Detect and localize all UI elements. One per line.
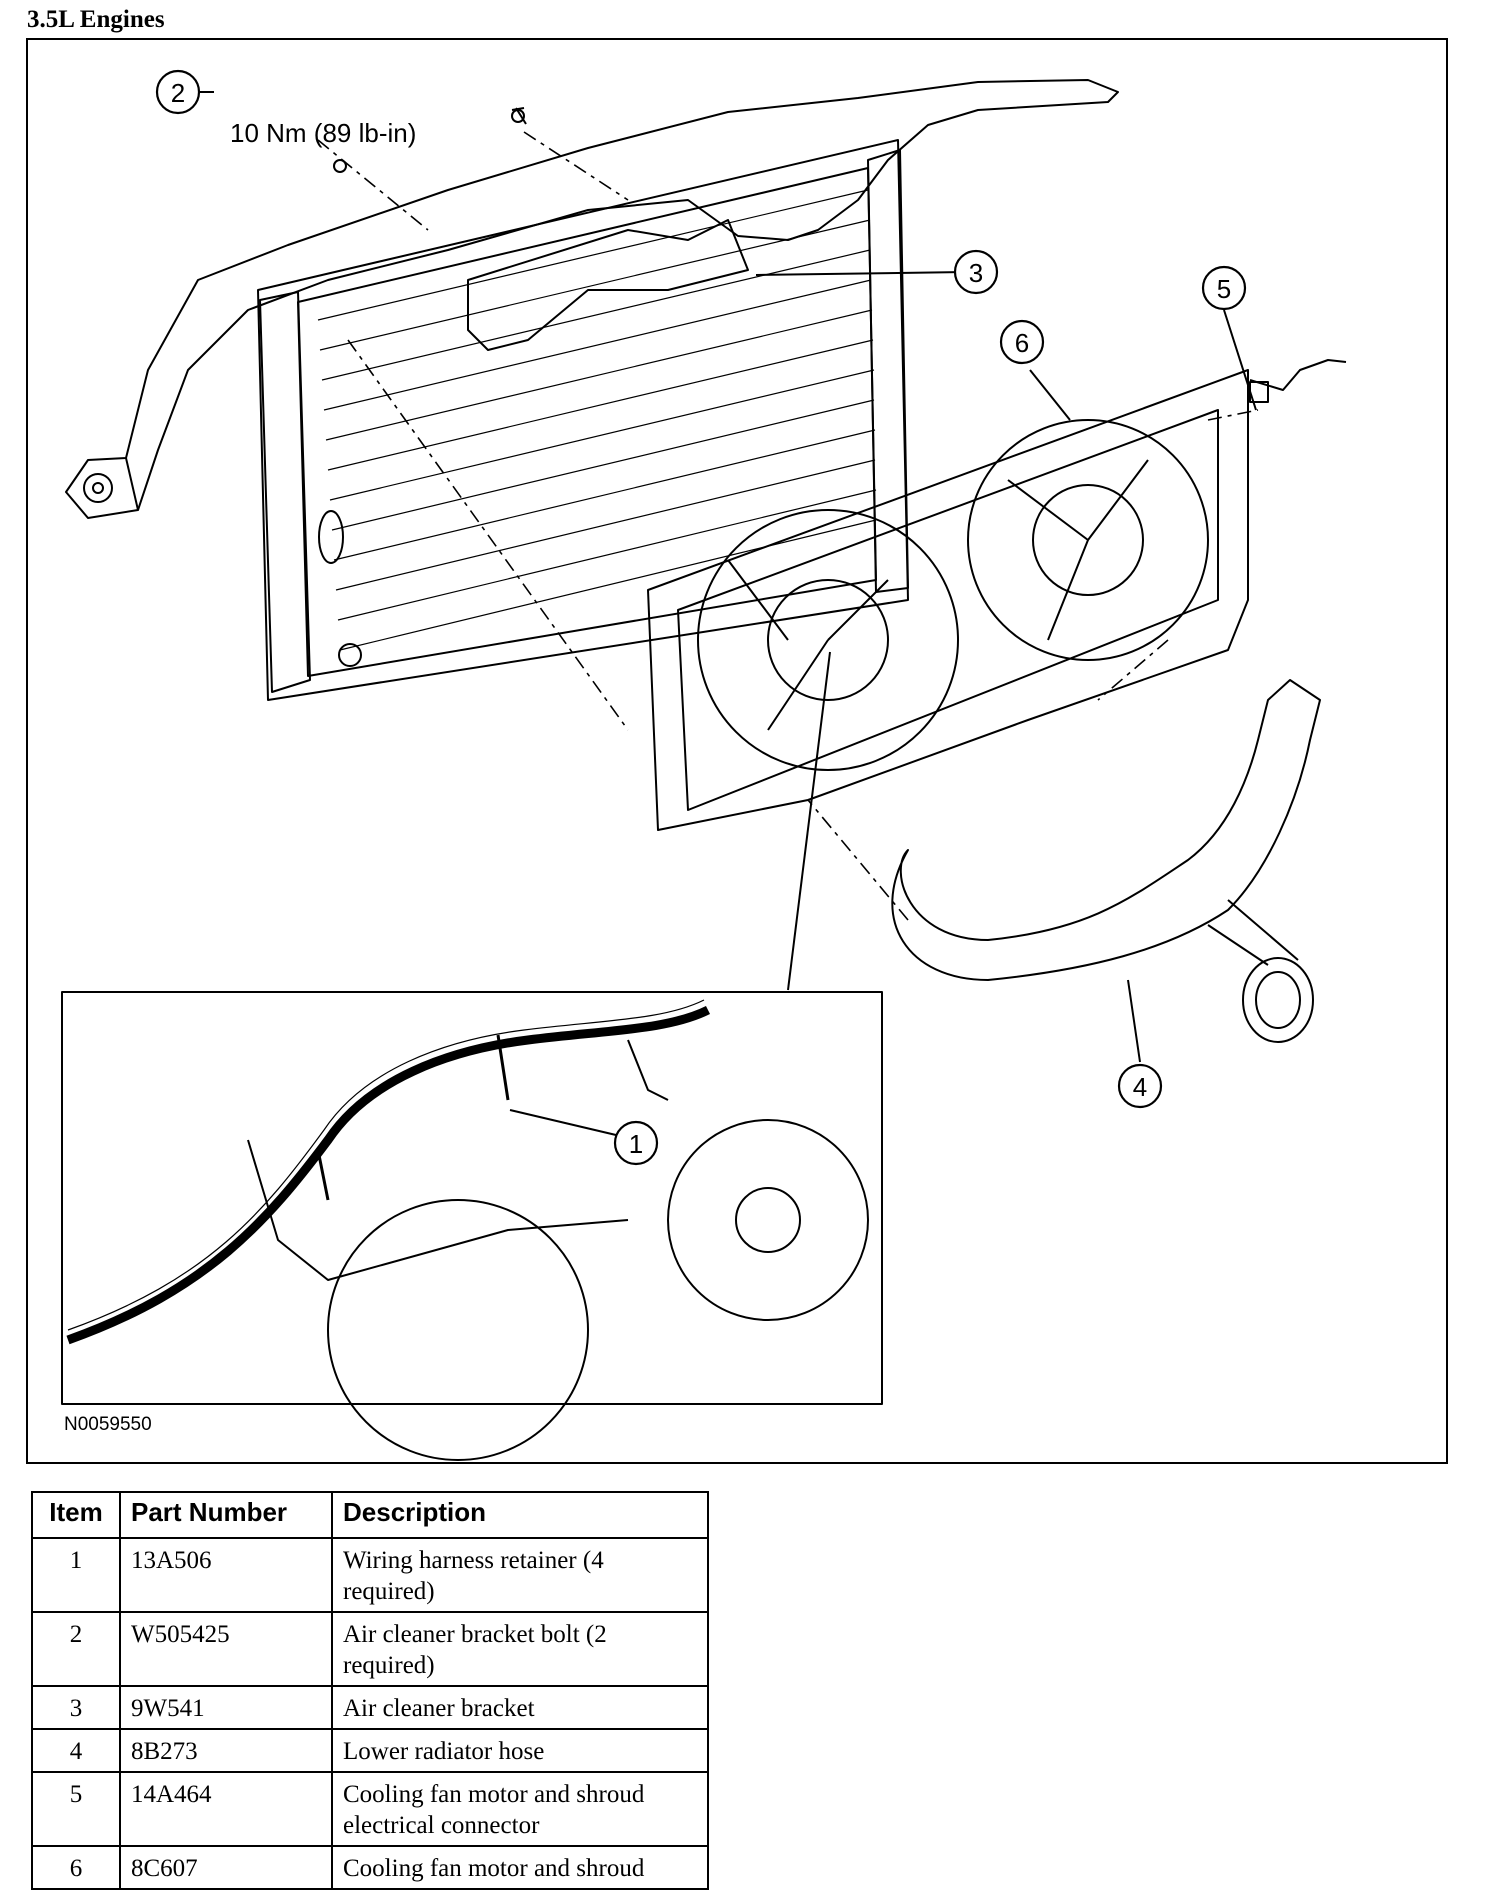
cell-description: Lower radiator hose bbox=[331, 1728, 709, 1773]
callout-1-number: 1 bbox=[629, 1129, 643, 1159]
header-description: Description bbox=[331, 1491, 709, 1539]
exploded-view-figure: 2 3 5 6 4 1 10 Nm (89 lb-in) N0059550 bbox=[26, 38, 1448, 1464]
callout-2-number: 2 bbox=[171, 78, 185, 108]
callout-1-marker bbox=[613, 1120, 659, 1166]
radiator-support bbox=[65, 79, 1119, 519]
cell-item: 1 bbox=[31, 1537, 121, 1613]
fan-shroud bbox=[647, 369, 1249, 831]
callout-6-number: 6 bbox=[1015, 328, 1029, 358]
lower-radiator-hose bbox=[891, 679, 1321, 981]
cell-item: 6 bbox=[31, 1845, 121, 1890]
callout-4-marker bbox=[1117, 1063, 1163, 1109]
section-title: 3.5L Engines bbox=[27, 6, 165, 33]
table-row: 2 W505425 Air cleaner bracket bolt (2 re… bbox=[31, 1611, 709, 1687]
cell-part-number: 13A506 bbox=[119, 1537, 333, 1613]
cell-description: Air cleaner bracket bolt (2 required) bbox=[331, 1611, 709, 1687]
callout-6-marker bbox=[999, 319, 1045, 365]
cell-item: 5 bbox=[31, 1771, 121, 1847]
callout-3-marker bbox=[953, 249, 999, 295]
figure-id: N0059550 bbox=[64, 1414, 152, 1435]
callout-4-number: 4 bbox=[1133, 1072, 1147, 1102]
wiring-harness bbox=[66, 1005, 711, 1345]
table-row: 4 8B273 Lower radiator hose bbox=[31, 1728, 709, 1773]
header-part-number: Part Number bbox=[119, 1491, 333, 1539]
table-row: 5 14A464 Cooling fan motor and shroud el… bbox=[31, 1771, 709, 1847]
cell-part-number: 9W541 bbox=[119, 1685, 333, 1730]
cell-item: 4 bbox=[31, 1728, 121, 1773]
cell-part-number: 8B273 bbox=[119, 1728, 333, 1773]
inset-detail-frame bbox=[61, 991, 883, 1405]
parts-table: Item Part Number Description 1 13A506 Wi… bbox=[31, 1491, 709, 1890]
radiator-core bbox=[257, 139, 909, 701]
electrical-connector bbox=[1249, 359, 1347, 391]
table-row: 1 13A506 Wiring harness retainer (4 requ… bbox=[31, 1537, 709, 1613]
cell-part-number: 14A464 bbox=[119, 1771, 333, 1847]
torque-spec-label: 10 Nm (89 lb-in) bbox=[230, 118, 417, 148]
table-header-row: Item Part Number Description bbox=[31, 1491, 709, 1539]
callout-5-number: 5 bbox=[1217, 274, 1231, 304]
cell-description: Cooling fan motor and shroud bbox=[331, 1845, 709, 1890]
cell-part-number: 8C607 bbox=[119, 1845, 333, 1890]
cell-description: Wiring harness retainer (4 required) bbox=[331, 1537, 709, 1613]
table-row: 6 8C607 Cooling fan motor and shroud bbox=[31, 1845, 709, 1890]
air-cleaner-bracket bbox=[467, 219, 749, 351]
cell-description: Air cleaner bracket bbox=[331, 1685, 709, 1730]
callout-5-marker bbox=[1201, 265, 1247, 311]
cell-description: Cooling fan motor and shroud electrical … bbox=[331, 1771, 709, 1847]
cell-item: 2 bbox=[31, 1611, 121, 1687]
cell-part-number: W505425 bbox=[119, 1611, 333, 1687]
table-row: 3 9W541 Air cleaner bracket bbox=[31, 1685, 709, 1730]
callout-2-marker bbox=[155, 69, 201, 115]
exploded-view-illustration: 2 3 5 6 4 1 bbox=[61, 69, 1347, 1461]
header-item: Item bbox=[31, 1491, 121, 1539]
callout-3-number: 3 bbox=[969, 258, 983, 288]
cell-item: 3 bbox=[31, 1685, 121, 1730]
